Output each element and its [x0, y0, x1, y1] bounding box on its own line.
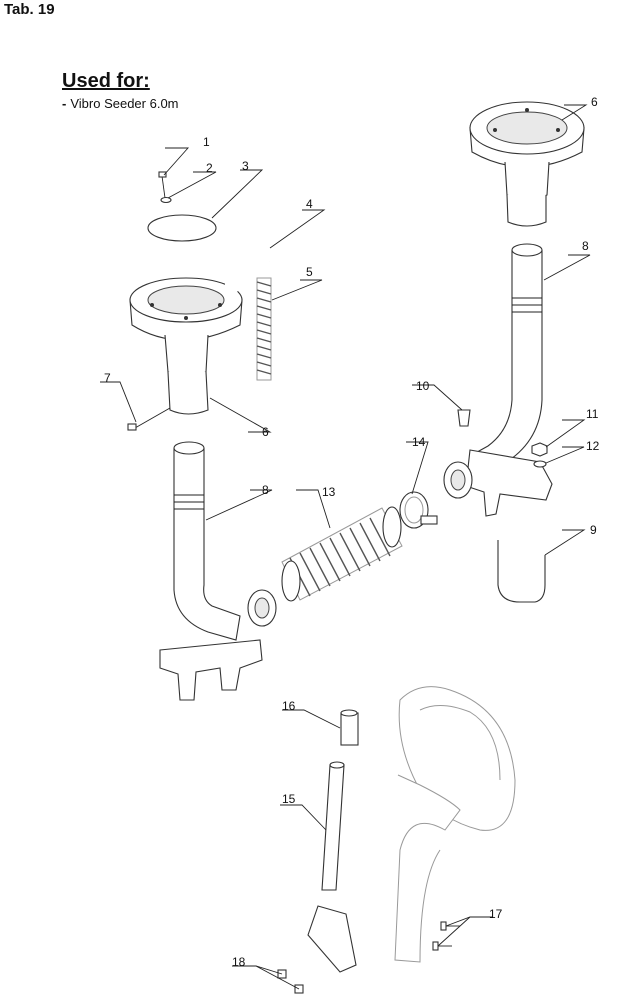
callout-14: 14 — [412, 435, 426, 449]
callout-3: 3 — [242, 159, 249, 173]
callout-6-right: 6 — [591, 95, 598, 109]
part-12-washer — [533, 460, 547, 468]
part-1-bolt — [158, 171, 167, 199]
callout-8-right: 8 — [582, 239, 589, 253]
part-2-washer — [160, 196, 172, 204]
tab-label: Tab. 19 — [4, 1, 55, 18]
used-for-bullet: - — [62, 96, 67, 111]
callout-8-left: 8 — [262, 483, 269, 497]
callout-13: 13 — [322, 485, 336, 499]
callout-15: 15 — [282, 792, 296, 806]
part-6-distributor-right — [469, 101, 585, 227]
seeder-tine-outline — [394, 686, 516, 963]
part-8-pipe-left — [159, 441, 277, 701]
used-for-title: Used for: — [62, 70, 150, 92]
part-15-tube — [307, 761, 357, 973]
part-14-clamp — [399, 491, 438, 529]
part-11-nut — [531, 442, 548, 457]
callout-16: 16 — [282, 699, 296, 713]
part-16-sleeve — [340, 709, 359, 746]
callout-9: 9 — [590, 523, 597, 537]
part-3-gasket — [147, 214, 217, 242]
callout-7: 7 — [104, 371, 111, 385]
callout-labels: 1 2 3 4 5 6 6 7 8 8 9 10 11 12 13 14 15 … — [104, 95, 600, 969]
callout-1: 1 — [203, 135, 210, 149]
used-for-item-text: Vibro Seeder 6.0m — [70, 96, 179, 111]
part-9-u-bolt — [497, 540, 546, 603]
callout-12: 12 — [586, 439, 600, 453]
callout-17: 17 — [489, 907, 503, 921]
part-18-nuts — [277, 969, 304, 994]
callout-10: 10 — [416, 379, 430, 393]
part-5-spring — [256, 277, 272, 381]
part-8-pipe-right — [443, 243, 553, 517]
leader-lines — [100, 104, 591, 990]
part-13-corrugated-hose — [281, 506, 403, 602]
part-10-sleeve — [457, 409, 471, 427]
callout-5: 5 — [306, 265, 313, 279]
callout-6-left: 6 — [262, 425, 269, 439]
callout-4: 4 — [306, 197, 313, 211]
part-7-screw — [127, 407, 171, 431]
used-for-item: -Vibro Seeder 6.0m — [62, 96, 179, 111]
part-6-distributor-left — [129, 277, 243, 415]
callout-11: 11 — [586, 407, 599, 421]
callout-2: 2 — [206, 161, 213, 175]
callout-18: 18 — [232, 955, 246, 969]
